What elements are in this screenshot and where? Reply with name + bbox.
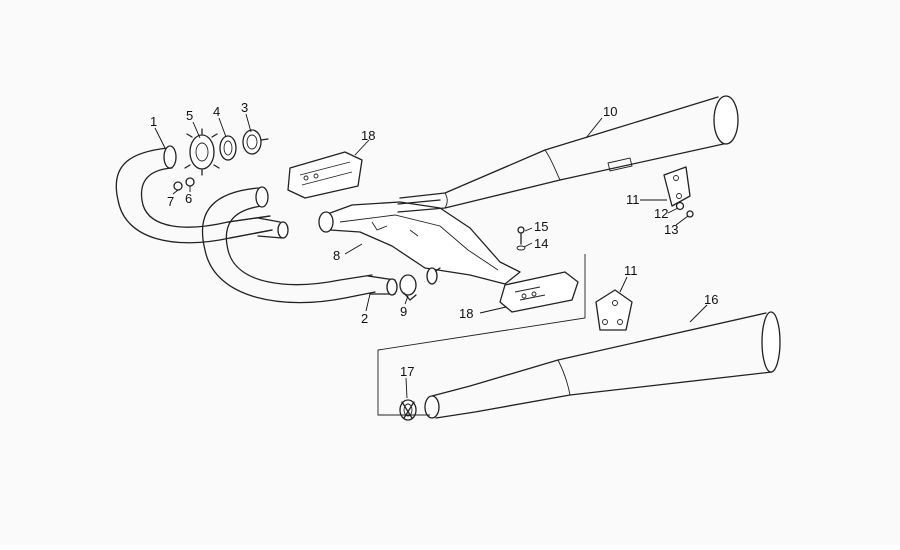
callout-10: 10 [603,104,617,119]
callout-11-lower: 11 [624,263,638,278]
flange-assembly [173,128,269,191]
callout-3: 3 [241,100,248,115]
leader-lines [154,113,708,399]
callout-6: 6 [185,191,192,206]
bracket-lower [595,289,633,331]
callout-8: 8 [333,248,340,263]
callout-18-lower: 18 [459,306,473,321]
callout-13: 13 [664,222,678,237]
callout-5: 5 [186,108,193,123]
callout-17: 17 [400,364,414,379]
callout-15: 15 [534,219,548,234]
callout-7: 7 [167,194,174,209]
subassembly-frame [377,254,586,416]
exhaust-pipe-lower [201,186,398,304]
clamp-17 [399,399,417,421]
bracket-upper [663,166,694,218]
exhaust-pipe-upper [115,145,289,244]
callout-14: 14 [534,236,548,251]
callout-18-upper: 18 [361,128,375,143]
silencer-upper [397,95,739,213]
callout-12: 12 [654,206,668,221]
callout-4: 4 [213,104,220,119]
heat-shield-upper [287,151,363,199]
crossover-pipe [318,201,521,285]
callout-9: 9 [400,304,407,319]
callout-2: 2 [361,311,368,326]
callout-labels: 1 2 3 4 5 6 7 8 9 10 11 12 13 14 15 11 1… [150,100,718,379]
heat-shield-lower [499,271,579,313]
silencer-lower [424,311,781,419]
clamp-9 [399,274,417,301]
screw-14-15 [516,226,526,251]
callout-11-upper: 11 [626,192,640,207]
callout-1: 1 [150,114,157,129]
callout-16: 16 [704,292,718,307]
